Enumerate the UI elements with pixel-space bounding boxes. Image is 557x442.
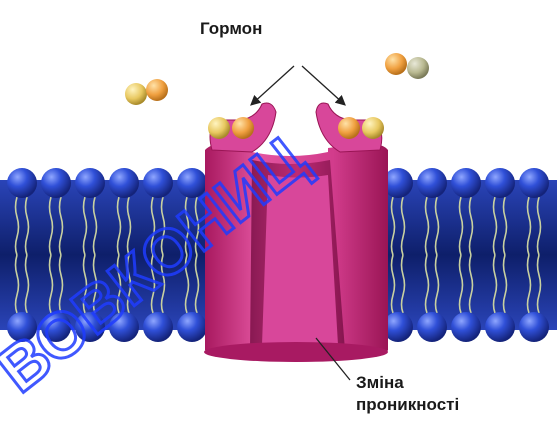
lipid-head xyxy=(177,168,207,198)
lipid-head xyxy=(41,168,71,198)
lipid-head xyxy=(75,168,105,198)
lipid-head xyxy=(417,312,447,342)
permeability-change-label: Зміна проникності xyxy=(356,372,459,416)
lipid-head xyxy=(109,168,139,198)
lipid-head xyxy=(7,312,37,342)
membrane-left xyxy=(0,180,212,330)
ion-channel-protein xyxy=(204,103,388,362)
lipid-head xyxy=(177,312,207,342)
lipid-head xyxy=(451,312,481,342)
lipid-head xyxy=(519,312,549,342)
lipid-head xyxy=(417,168,447,198)
lipid-head xyxy=(485,168,515,198)
permeability-label-line2: проникності xyxy=(356,394,459,416)
lipid-head xyxy=(143,312,173,342)
hormone-molecule-free-right xyxy=(385,53,429,79)
hormone-label: Гормон xyxy=(200,18,262,40)
lipid-head xyxy=(7,168,37,198)
permeability-label-line1: Зміна xyxy=(356,372,459,394)
arrow-right xyxy=(302,66,344,104)
lipid-head xyxy=(109,312,139,342)
lipid-head xyxy=(485,312,515,342)
hormone-pointer-arrows xyxy=(252,66,344,104)
lipid-head xyxy=(451,168,481,198)
membrane-right xyxy=(380,180,557,330)
lipid-head xyxy=(41,312,71,342)
lipid-head xyxy=(75,312,105,342)
hormone-molecule-free-left xyxy=(125,79,168,105)
lipid-head xyxy=(519,168,549,198)
lipid-head xyxy=(143,168,173,198)
arrow-left xyxy=(252,66,294,104)
